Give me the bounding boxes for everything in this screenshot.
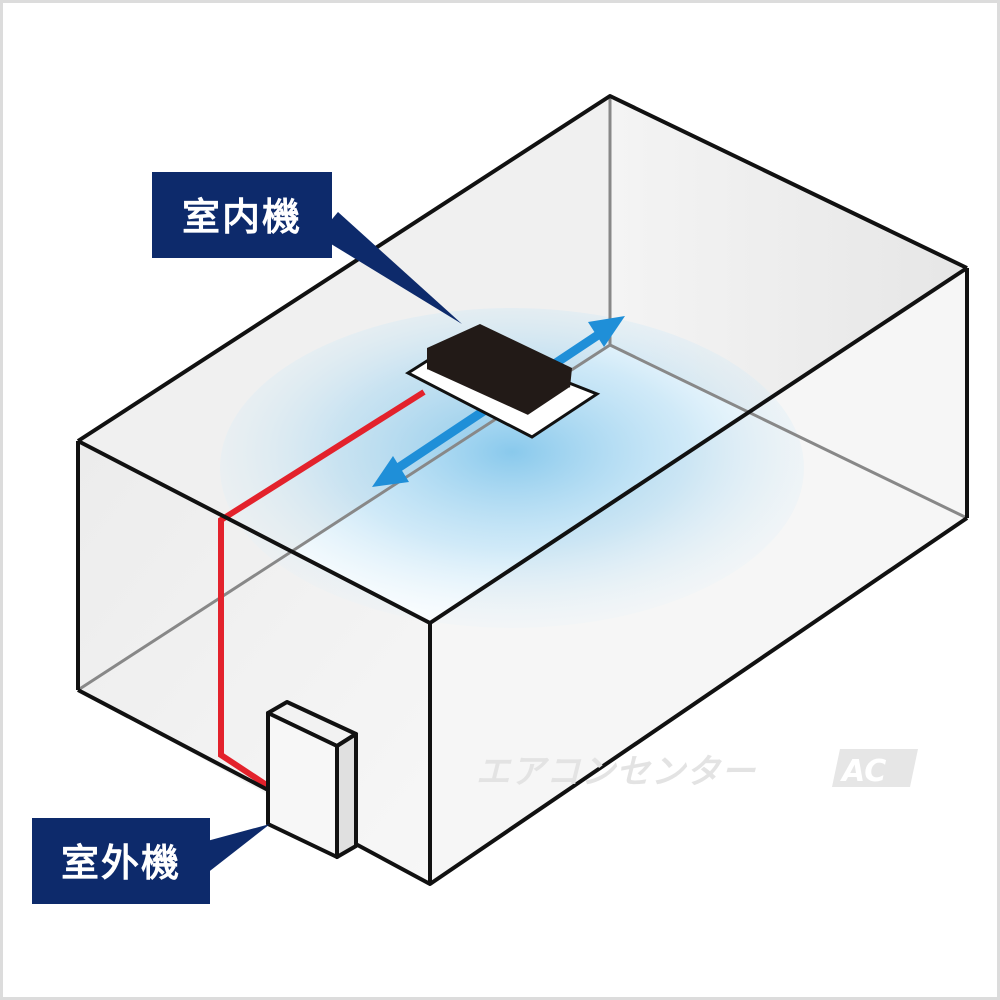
watermark: エアコンセンター AC <box>476 749 918 792</box>
outdoor-unit-icon <box>266 700 358 859</box>
refrigerant-pipe <box>218 389 426 789</box>
outdoor-unit-callout: 室外機 <box>32 818 270 904</box>
watermark-logo: AC <box>840 754 886 789</box>
ceiling-cassette-icon <box>404 324 601 439</box>
outer-edges <box>76 94 969 886</box>
indoor-unit-label: 室内機 <box>182 195 302 239</box>
outdoor-unit-label: 室外機 <box>61 841 181 885</box>
indoor-unit-callout: 室内機 <box>152 172 462 324</box>
watermark-text: エアコンセンター <box>476 752 756 792</box>
airflow-glow <box>220 308 804 628</box>
